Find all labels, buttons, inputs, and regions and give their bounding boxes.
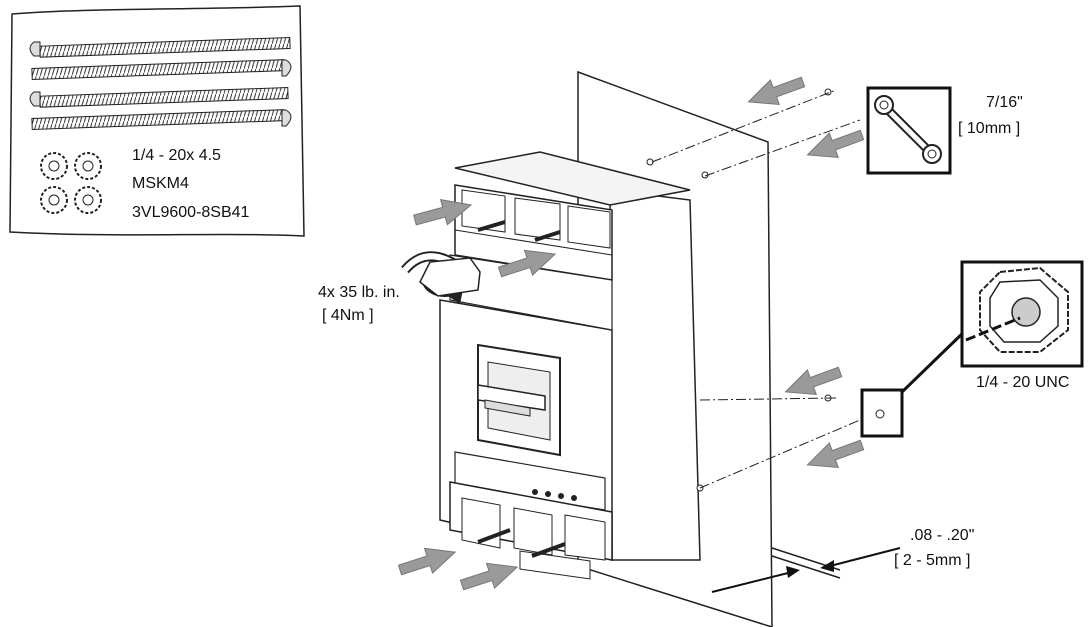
arrow-icon [802, 432, 867, 478]
serrated-flange-nut-icon [74, 152, 102, 180]
long-threaded-screw-icon [31, 109, 292, 130]
serrated-hex-nut-icon [965, 266, 1069, 353]
kit-name-label: MSKM4 [132, 175, 189, 192]
trip-unit-dials [519, 489, 591, 580]
panel-thickness-metric-label: [ 2 - 5mm ] [894, 552, 971, 569]
nut-callout [860, 260, 1084, 438]
top-terminal-block [454, 184, 613, 281]
bottom-terminal-block [449, 481, 613, 561]
mounting-screw [477, 220, 566, 558]
arrow-icon [395, 539, 460, 583]
arrow-icon [802, 122, 867, 168]
long-threaded-screw-icon [31, 59, 292, 80]
thickness-pointer [711, 547, 901, 593]
long-threaded-screw-icon [29, 36, 291, 58]
screw-spec-label: 1/4 - 20x 4.5 [132, 147, 221, 164]
serrated-flange-nut-icon [74, 186, 102, 214]
wrench-callout [866, 86, 952, 175]
parts-card [9, 5, 305, 237]
rotation-arrow-icon [401, 251, 481, 304]
box-end-wrench-icon [874, 95, 942, 164]
serrated-flange-nut-icon [40, 186, 68, 214]
panel-thickness-label: .08 - .20" [910, 527, 975, 544]
arrow-icon [457, 554, 522, 598]
arrow-icon [743, 69, 808, 115]
serrated-flange-nut-icon [40, 152, 68, 180]
torque-metric-label: [ 4Nm ] [322, 307, 374, 324]
arrow-icon [780, 359, 845, 405]
torque-value-label: 4x 35 lb. in. [318, 284, 400, 301]
part-number-label: 3VL9600-8SB41 [132, 204, 250, 221]
nut-thread-label: 1/4 - 20 UNC [976, 374, 1070, 391]
wrench-metric-label: [ 10mm ] [958, 120, 1021, 137]
long-threaded-screw-icon [29, 87, 289, 108]
screw-axis-lines [651, 89, 861, 489]
breaker-handle [477, 343, 561, 457]
circuit-breaker [439, 88, 832, 580]
wrench-size-label: 7/16" [986, 94, 1023, 111]
